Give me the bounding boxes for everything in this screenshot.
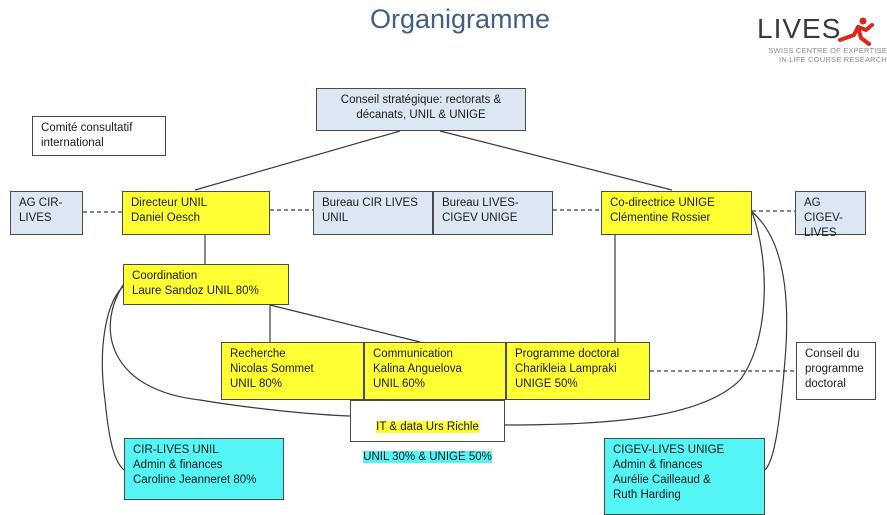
codirectrice-unige-box: Co-directrice UNIGE Clémentine Rossier — [601, 191, 752, 235]
programme-doctoral-box: Programme doctoral Charikleia Lampraki U… — [506, 342, 650, 400]
lives-logo: LIVES SWISS CENTRE OF EXPERTISE IN LIFE … — [750, 14, 887, 76]
running-figure-icon — [838, 17, 874, 46]
logo-tagline: SWISS CENTRE OF EXPERTISE IN LIFE COURSE… — [750, 46, 887, 64]
bureau-cir-lives-box: Bureau CIR LIVES UNIL — [313, 191, 433, 235]
ag-cigev-lives-box: AG CIGEV- LIVES — [795, 191, 866, 239]
it-data-box: IT & data Urs Richle UNIL 30% & UNIGE 50… — [350, 400, 505, 463]
comite-consultatif-box: Comité consultatif international — [32, 116, 166, 156]
coordination-box: Coordination Laure Sandoz UNIL 80% — [123, 264, 289, 305]
cir-lives-unil-box: CIR-LIVES UNIL Admin & finances Caroline… — [124, 438, 284, 500]
connector-coordination-cir — [101, 283, 127, 471]
conseil-strategique-box: Conseil stratégique: rectorats & décanat… — [316, 88, 526, 131]
it-data-allocation: UNIL 30% & UNIGE 50% — [363, 451, 492, 463]
ag-cir-lives-box: AG CIR- LIVES — [10, 191, 83, 235]
cigev-lives-unige-box: CIGEV-LIVES UNIGE Admin & finances Aurél… — [604, 438, 765, 515]
logo-wordmark: LIVES — [757, 13, 842, 44]
connector-codirectrice-cigev — [751, 211, 788, 471]
logo-tagline-2: IN LIFE COURSE RESEARCH — [779, 55, 887, 64]
directeur-unil-box: Directeur UNIL Daniel Oesch — [122, 191, 270, 235]
connector-conseil-codirectrice — [439, 130, 673, 191]
logo-tagline-1: SWISS CENTRE OF EXPERTISE — [768, 46, 887, 55]
connector-coordination-communication — [269, 304, 421, 343]
recherche-box: Recherche Nicolas Sommet UNIL 80% — [221, 342, 364, 400]
conseil-programme-doctoral-box: Conseil du programme doctoral — [796, 342, 876, 400]
connector-codirectrice-it — [504, 211, 765, 426]
connector-conseil-directeur — [194, 130, 401, 191]
communication-box: Communication Kalina Anguelova UNIL 60% — [364, 342, 506, 400]
it-data-name: IT & data Urs Richle — [376, 421, 479, 433]
connector-coordination-it — [109, 284, 351, 417]
page-title: Organigramme — [369, 4, 551, 34]
bureau-lives-cigev-box: Bureau LIVES- CIGEV UNIGE — [433, 191, 553, 235]
